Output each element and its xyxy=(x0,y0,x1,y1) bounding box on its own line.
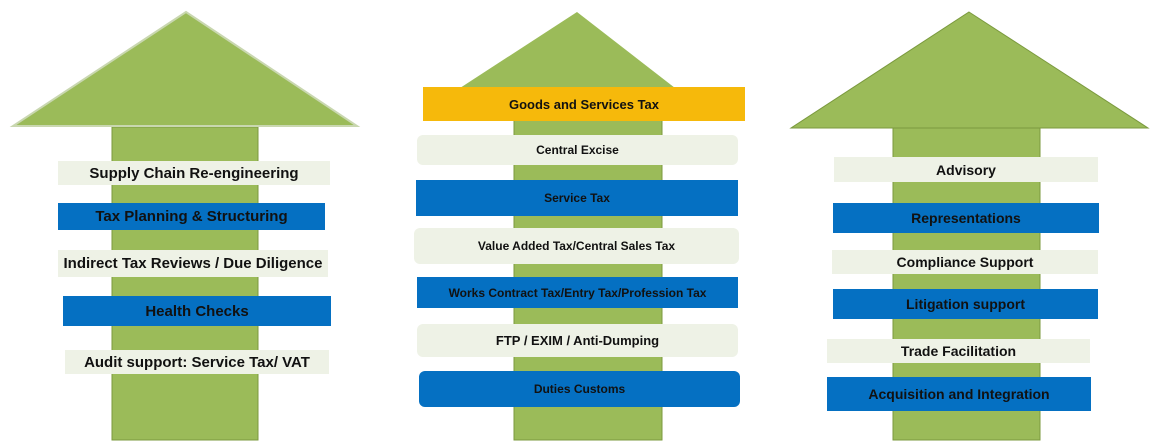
item-trade-facilitation: Trade Facilitation xyxy=(827,339,1090,363)
item-indirect-tax-reviews: Indirect Tax Reviews / Due Diligence xyxy=(58,250,328,277)
item-value-added-tax: Value Added Tax/Central Sales Tax xyxy=(414,228,739,264)
item-litigation-support: Litigation support xyxy=(833,289,1098,319)
item-goods-and-services-tax: Goods and Services Tax xyxy=(423,87,745,121)
item-acquisition-and-integration: Acquisition and Integration xyxy=(827,377,1091,411)
item-representations: Representations xyxy=(833,203,1099,233)
item-compliance-support: Compliance Support xyxy=(832,250,1098,274)
item-tax-planning-structuring: Tax Planning & Structuring xyxy=(58,203,325,230)
item-advisory: Advisory xyxy=(834,157,1098,182)
item-supply-chain-reengineering: Supply Chain Re-engineering xyxy=(58,161,330,185)
item-audit-support: Audit support: Service Tax/ VAT xyxy=(65,350,329,374)
item-central-excise: Central Excise xyxy=(417,135,738,165)
item-ftp-exim-antidumping: FTP / EXIM / Anti-Dumping xyxy=(417,324,738,357)
item-service-tax: Service Tax xyxy=(416,180,738,216)
item-works-contract-tax: Works Contract Tax/Entry Tax/Profession … xyxy=(417,277,738,308)
item-duties-customs: Duties Customs xyxy=(419,371,740,407)
item-health-checks: Health Checks xyxy=(63,296,331,326)
